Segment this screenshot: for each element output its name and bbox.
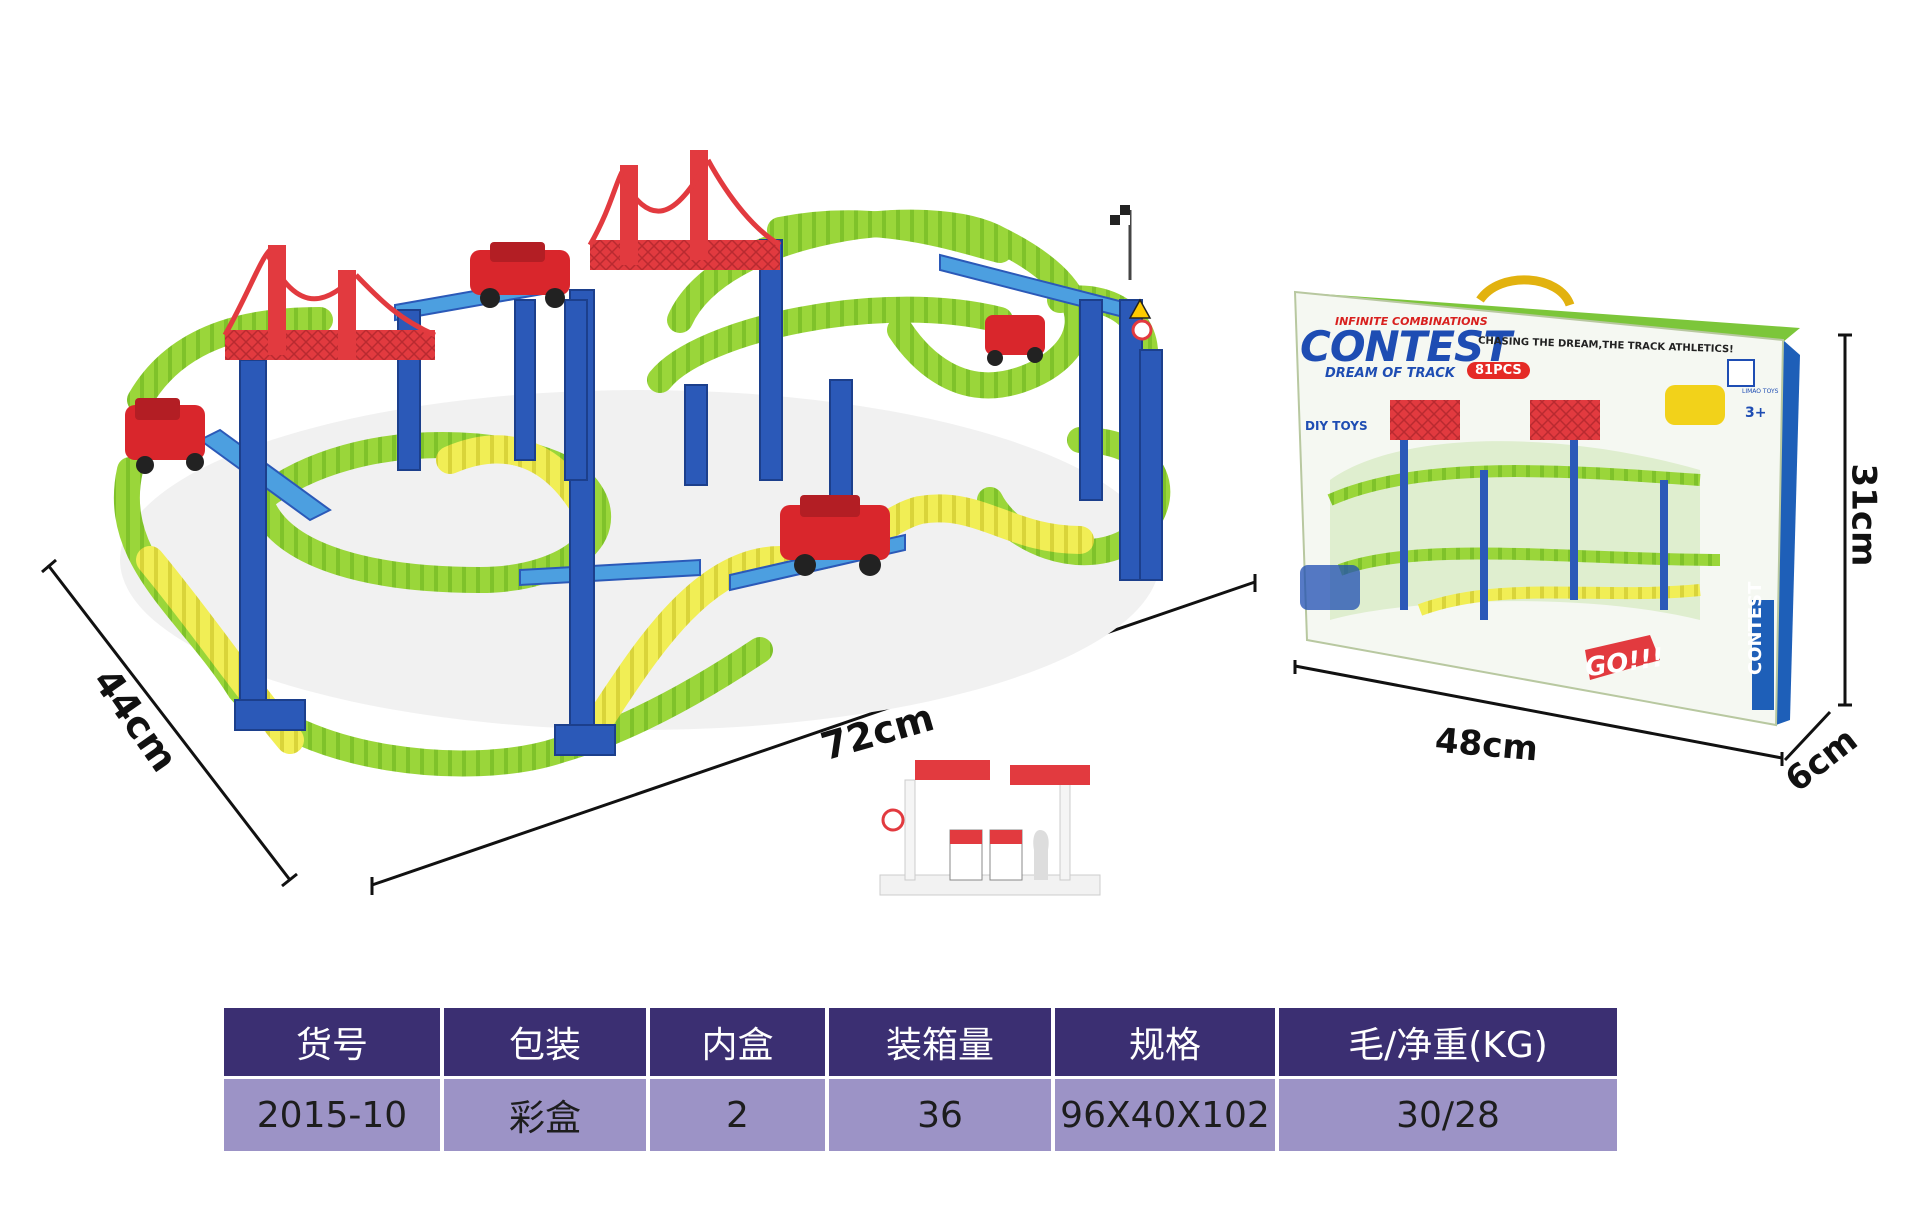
brand-label: LIMAO TOYS — [1742, 388, 1779, 395]
box-height-label: 31cm — [1843, 463, 1884, 567]
header-weight: 毛/净重(KG) — [1279, 1008, 1617, 1076]
age-label: 3+ — [1745, 405, 1767, 421]
table-row: 2015-10 彩盒 2 36 96X40X102 30/28 — [224, 1076, 1617, 1151]
header-item-no: 货号 — [224, 1008, 440, 1076]
toy-car — [470, 242, 570, 308]
toy-car — [985, 315, 1045, 366]
toy-car — [780, 495, 890, 576]
spec-table: 货号 包装 内盒 装箱量 规格 毛/净重(KG) 2015-10 彩盒 2 36… — [220, 1008, 1621, 1151]
product-box — [1293, 275, 1800, 727]
box-subtitle: DREAM OF TRACK — [1325, 366, 1455, 381]
gas-station-accessory — [879, 760, 1101, 896]
cell-carton-qty: 36 — [829, 1076, 1051, 1151]
spec-header-row: 货号 包装 内盒 装箱量 规格 毛/净重(KG) — [224, 1008, 1617, 1076]
red-bridge-right — [587, 150, 782, 270]
header-carton-size: 规格 — [1055, 1008, 1275, 1076]
header-packing: 包装 — [444, 1008, 646, 1076]
cell-item-no: 2015-10 — [224, 1076, 440, 1151]
box-series-text: INFINITE COMBINATIONS — [1335, 315, 1488, 328]
toy-car — [125, 398, 205, 474]
header-inner-box: 内盒 — [650, 1008, 825, 1076]
cell-carton-size: 96X40X102 — [1055, 1076, 1275, 1151]
cell-weight: 30/28 — [1279, 1076, 1617, 1151]
piece-count-badge: 81PCS — [1467, 362, 1530, 379]
flag-and-signs — [1110, 205, 1153, 341]
box-side-title: CONTEST — [1745, 581, 1766, 675]
cell-packing: 彩盒 — [444, 1076, 646, 1151]
track-shadow — [120, 390, 1160, 730]
red-bridge-left — [222, 245, 436, 360]
cell-inner-box: 2 — [650, 1076, 825, 1151]
diy-label: DIY TOYS — [1305, 419, 1368, 433]
track-set — [113, 150, 1171, 777]
header-carton-qty: 装箱量 — [829, 1008, 1051, 1076]
